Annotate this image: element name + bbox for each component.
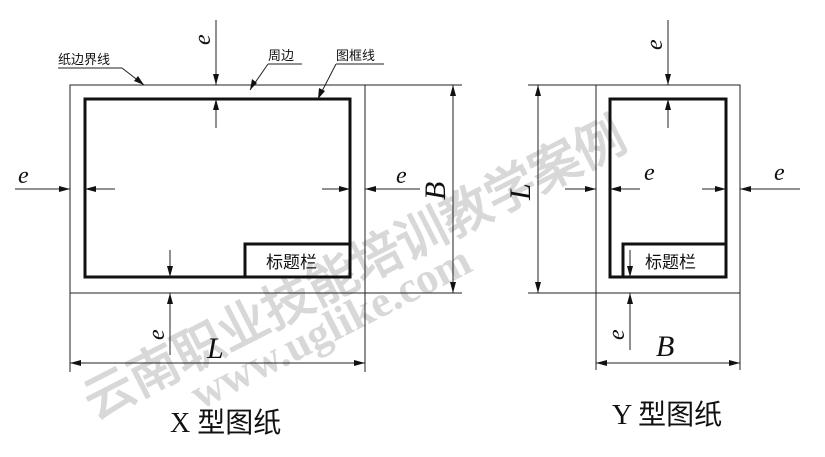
y-top-e: e (642, 39, 668, 50)
x-type-drawing: 标题栏 e e e e L (15, 20, 462, 439)
watermark: 云南职业技能培训教学案例 www.uglike.com (75, 108, 635, 430)
y-left-e: e (644, 160, 655, 186)
y-right-e: e (774, 160, 785, 186)
y-title-block (621, 242, 728, 279)
x-frame (83, 97, 352, 279)
watermark-cn: 云南职业技能培训教学案例 (75, 108, 635, 430)
y-title-block-label: 标题栏 (645, 253, 696, 272)
y-bottom-e: e (604, 329, 630, 340)
x-title-block (243, 242, 352, 279)
y-L-dimension: L (504, 183, 537, 201)
x-right-e: e (396, 163, 407, 189)
x-left-e: e (18, 163, 29, 189)
x-bottom-e: e (144, 329, 170, 340)
y-type-caption: Y 型图纸 (612, 399, 722, 431)
x-L-dimension: L (206, 332, 224, 365)
x-B-dimension: B (419, 182, 452, 200)
y-type-drawing: 标题栏 e e e e B (504, 20, 800, 431)
x-type-caption: X 型图纸 (170, 407, 281, 439)
x-title-block-label: 标题栏 (266, 253, 317, 272)
y-B-dimension: B (656, 330, 674, 363)
frame-line-label: 图框线 (336, 48, 375, 63)
paper-border-label: 纸边界线 (58, 52, 110, 67)
x-top-e: e (190, 34, 216, 45)
margin-label: 周边 (268, 48, 294, 63)
